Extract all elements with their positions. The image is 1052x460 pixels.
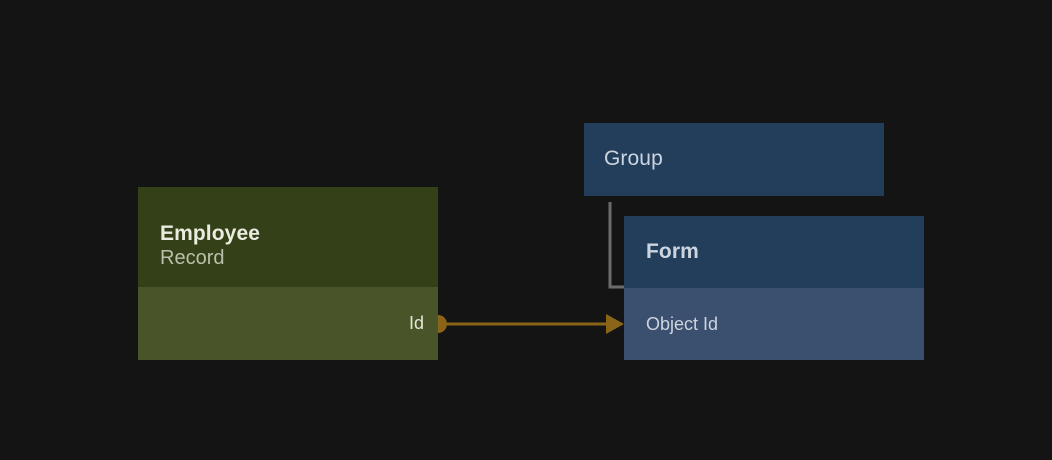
node-employee-header[interactable]: Employee Record: [138, 187, 438, 287]
node-form[interactable]: Form Object Id: [624, 216, 924, 360]
node-employee[interactable]: Employee Record Id: [138, 187, 438, 360]
node-employee-field-id[interactable]: Id: [138, 287, 438, 360]
relation-connector: [429, 314, 624, 334]
relation-arrowhead: [606, 314, 624, 334]
node-form-header[interactable]: Form: [624, 216, 924, 288]
node-form-field-object-id[interactable]: Object Id: [624, 288, 924, 360]
node-employee-field-id-label: Id: [408, 313, 424, 333]
node-form-title: Form: [646, 239, 699, 263]
node-group-header[interactable]: Group: [584, 123, 884, 196]
node-employee-subtitle: Record: [160, 247, 225, 270]
node-group[interactable]: Group: [584, 123, 884, 196]
node-form-field-object-id-label: Object Id: [646, 313, 719, 334]
node-group-title: Group: [604, 147, 663, 171]
node-employee-title: Employee: [160, 221, 261, 245]
